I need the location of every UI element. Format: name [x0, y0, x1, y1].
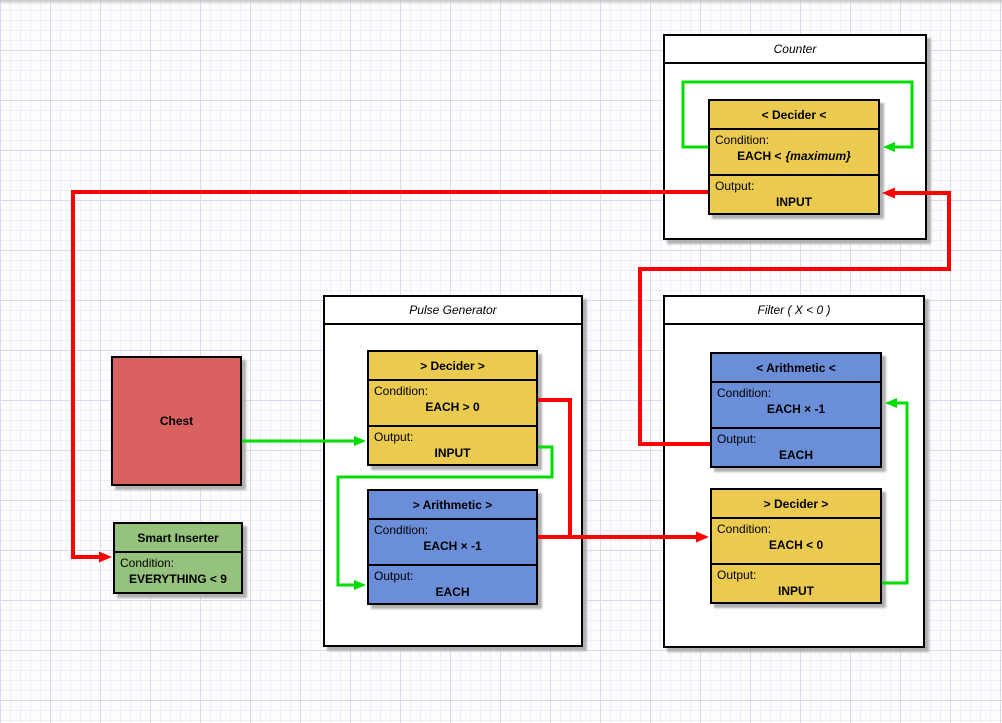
filter-decider-output: Output: INPUT	[712, 563, 880, 602]
output-value: INPUT	[434, 446, 471, 460]
pulse-generator-container-title: Pulse Generator	[325, 297, 581, 325]
condition-value: EACH × -1	[766, 402, 826, 416]
filter-decider-block[interactable]: > Decider > Condition: EACH < 0 Output: …	[710, 488, 882, 604]
smart-inserter-title: Smart Inserter	[137, 530, 219, 545]
pulse-arithmetic-condition: Condition: EACH × -1	[369, 518, 536, 564]
filter-decider-condition: Condition: EACH < 0	[712, 517, 880, 563]
filter-container[interactable]: Filter ( X < 0 ) < Arithmetic < Conditio…	[663, 295, 925, 648]
counter-decider-condition: Condition: EACH <{maximum}	[710, 128, 878, 174]
pulse-arithmetic-output: Output: EACH	[369, 564, 536, 603]
condition-value: EVERYTHING < 9	[129, 572, 227, 586]
chest-label: Chest	[159, 414, 194, 428]
filter-container-title: Filter ( X < 0 )	[665, 297, 923, 325]
output-label: Output:	[374, 430, 414, 444]
filter-arithmetic-output: Output: EACH	[712, 427, 880, 466]
counter-decider-output: Output: INPUT	[710, 174, 878, 213]
pulse-decider-block[interactable]: > Decider > Condition: EACH > 0 Output: …	[367, 350, 538, 466]
filter-decider-title: > Decider >	[763, 496, 829, 511]
output-label: Output:	[374, 569, 414, 583]
output-label: Output:	[715, 179, 755, 193]
condition-label: Condition:	[120, 556, 175, 570]
counter-container[interactable]: Counter < Decider < Condition: EACH <{ma…	[663, 34, 927, 240]
condition-label: Condition:	[717, 522, 772, 536]
pulse-generator-container[interactable]: Pulse Generator > Decider > Condition: E…	[323, 295, 583, 647]
pulse-arithmetic-block[interactable]: > Arithmetic > Condition: EACH × -1 Outp…	[367, 489, 538, 605]
condition-value: EACH × -1	[423, 539, 482, 553]
pulse-decider-condition: Condition: EACH > 0	[369, 379, 536, 425]
filter-arithmetic-title: < Arithmetic <	[756, 360, 836, 375]
output-value: INPUT	[778, 584, 814, 598]
output-label: Output:	[717, 568, 757, 582]
output-value: EACH	[435, 585, 470, 599]
condition-label: Condition:	[374, 523, 429, 537]
condition-label: Condition:	[715, 133, 770, 147]
pulse-arithmetic-title: > Arithmetic >	[412, 497, 493, 512]
pulse-decider-output: Output: INPUT	[369, 425, 536, 464]
pulse-decider-title: > Decider >	[420, 358, 485, 373]
counter-decider-block[interactable]: < Decider < Condition: EACH <{maximum} O…	[708, 99, 880, 215]
condition-value: EACH < 0	[768, 538, 824, 552]
filter-arithmetic-condition: Condition: EACH × -1	[712, 381, 880, 427]
output-label: Output:	[717, 432, 757, 446]
output-value: EACH	[778, 448, 813, 462]
counter-container-title: Counter	[665, 36, 925, 64]
condition-label: Condition:	[717, 386, 772, 400]
chest-block[interactable]: Chest	[111, 356, 242, 486]
condition-label: Condition:	[374, 384, 429, 398]
smart-inserter-block[interactable]: Smart Inserter Condition: EVERYTHING < 9	[113, 522, 243, 594]
output-value: INPUT	[776, 195, 812, 209]
filter-arithmetic-block[interactable]: < Arithmetic < Condition: EACH × -1 Outp…	[710, 352, 882, 468]
counter-decider-title: < Decider <	[761, 107, 827, 122]
smart-inserter-condition: Condition: EVERYTHING < 9	[115, 551, 241, 592]
condition-value: EACH > 0	[425, 400, 480, 414]
condition-value: EACH <{maximum}	[737, 149, 851, 163]
